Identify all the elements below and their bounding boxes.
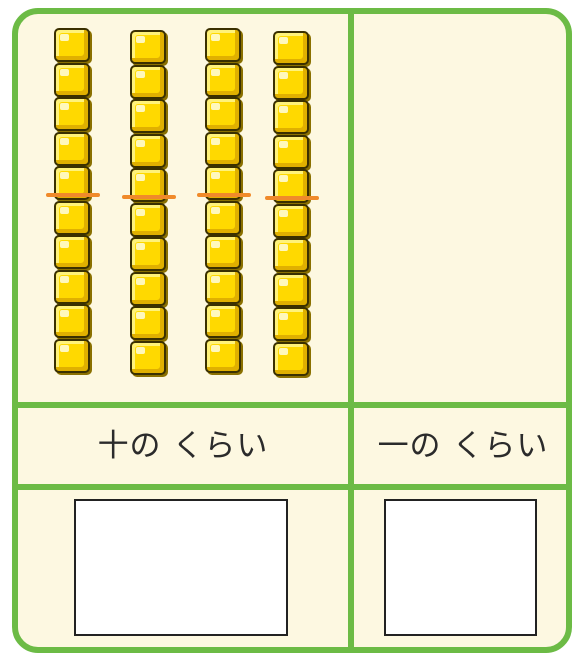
unit-cube — [273, 31, 309, 65]
unit-cube — [273, 273, 309, 307]
tens-answer-box[interactable] — [74, 499, 288, 636]
unit-cube — [273, 342, 309, 376]
unit-cube — [273, 204, 309, 238]
unit-cube — [54, 132, 90, 166]
halfway-marker-line — [197, 193, 251, 197]
unit-cube — [205, 304, 241, 338]
unit-cube — [130, 272, 166, 306]
unit-cube — [54, 63, 90, 97]
unit-cube — [130, 134, 166, 168]
unit-cube — [205, 28, 241, 62]
ten-rod — [273, 31, 309, 376]
ten-rod — [130, 30, 166, 375]
unit-cube — [205, 132, 241, 166]
unit-cube — [54, 270, 90, 304]
unit-cube — [205, 235, 241, 269]
halfway-marker-line — [265, 196, 319, 200]
unit-cube — [205, 97, 241, 131]
unit-cube — [130, 341, 166, 375]
unit-cube — [205, 201, 241, 235]
unit-cube — [273, 135, 309, 169]
unit-cube — [130, 203, 166, 237]
tens-place-label: 十の くらい — [18, 408, 348, 484]
unit-cube — [54, 28, 90, 62]
ten-rod — [205, 28, 241, 373]
ones-answer-box[interactable] — [384, 499, 537, 636]
unit-cube — [273, 307, 309, 341]
unit-cube — [130, 65, 166, 99]
row-divider-bottom — [18, 484, 566, 490]
halfway-marker-line — [122, 195, 176, 199]
unit-cube — [130, 99, 166, 133]
unit-cube — [205, 270, 241, 304]
unit-cube — [54, 201, 90, 235]
unit-cube — [205, 63, 241, 97]
unit-cube — [130, 306, 166, 340]
unit-cube — [273, 100, 309, 134]
ten-rod — [54, 28, 90, 373]
halfway-marker-line — [46, 193, 100, 197]
place-value-chart: 十の くらい 一の くらい — [12, 8, 572, 653]
unit-cube — [130, 30, 166, 64]
unit-cube — [54, 304, 90, 338]
unit-cube — [54, 339, 90, 373]
unit-cube — [205, 339, 241, 373]
column-divider — [348, 14, 354, 647]
ones-place-label: 一の くらい — [354, 408, 572, 484]
unit-cube — [130, 237, 166, 271]
unit-cube — [273, 66, 309, 100]
unit-cube — [54, 235, 90, 269]
unit-cube — [54, 97, 90, 131]
unit-cube — [273, 238, 309, 272]
